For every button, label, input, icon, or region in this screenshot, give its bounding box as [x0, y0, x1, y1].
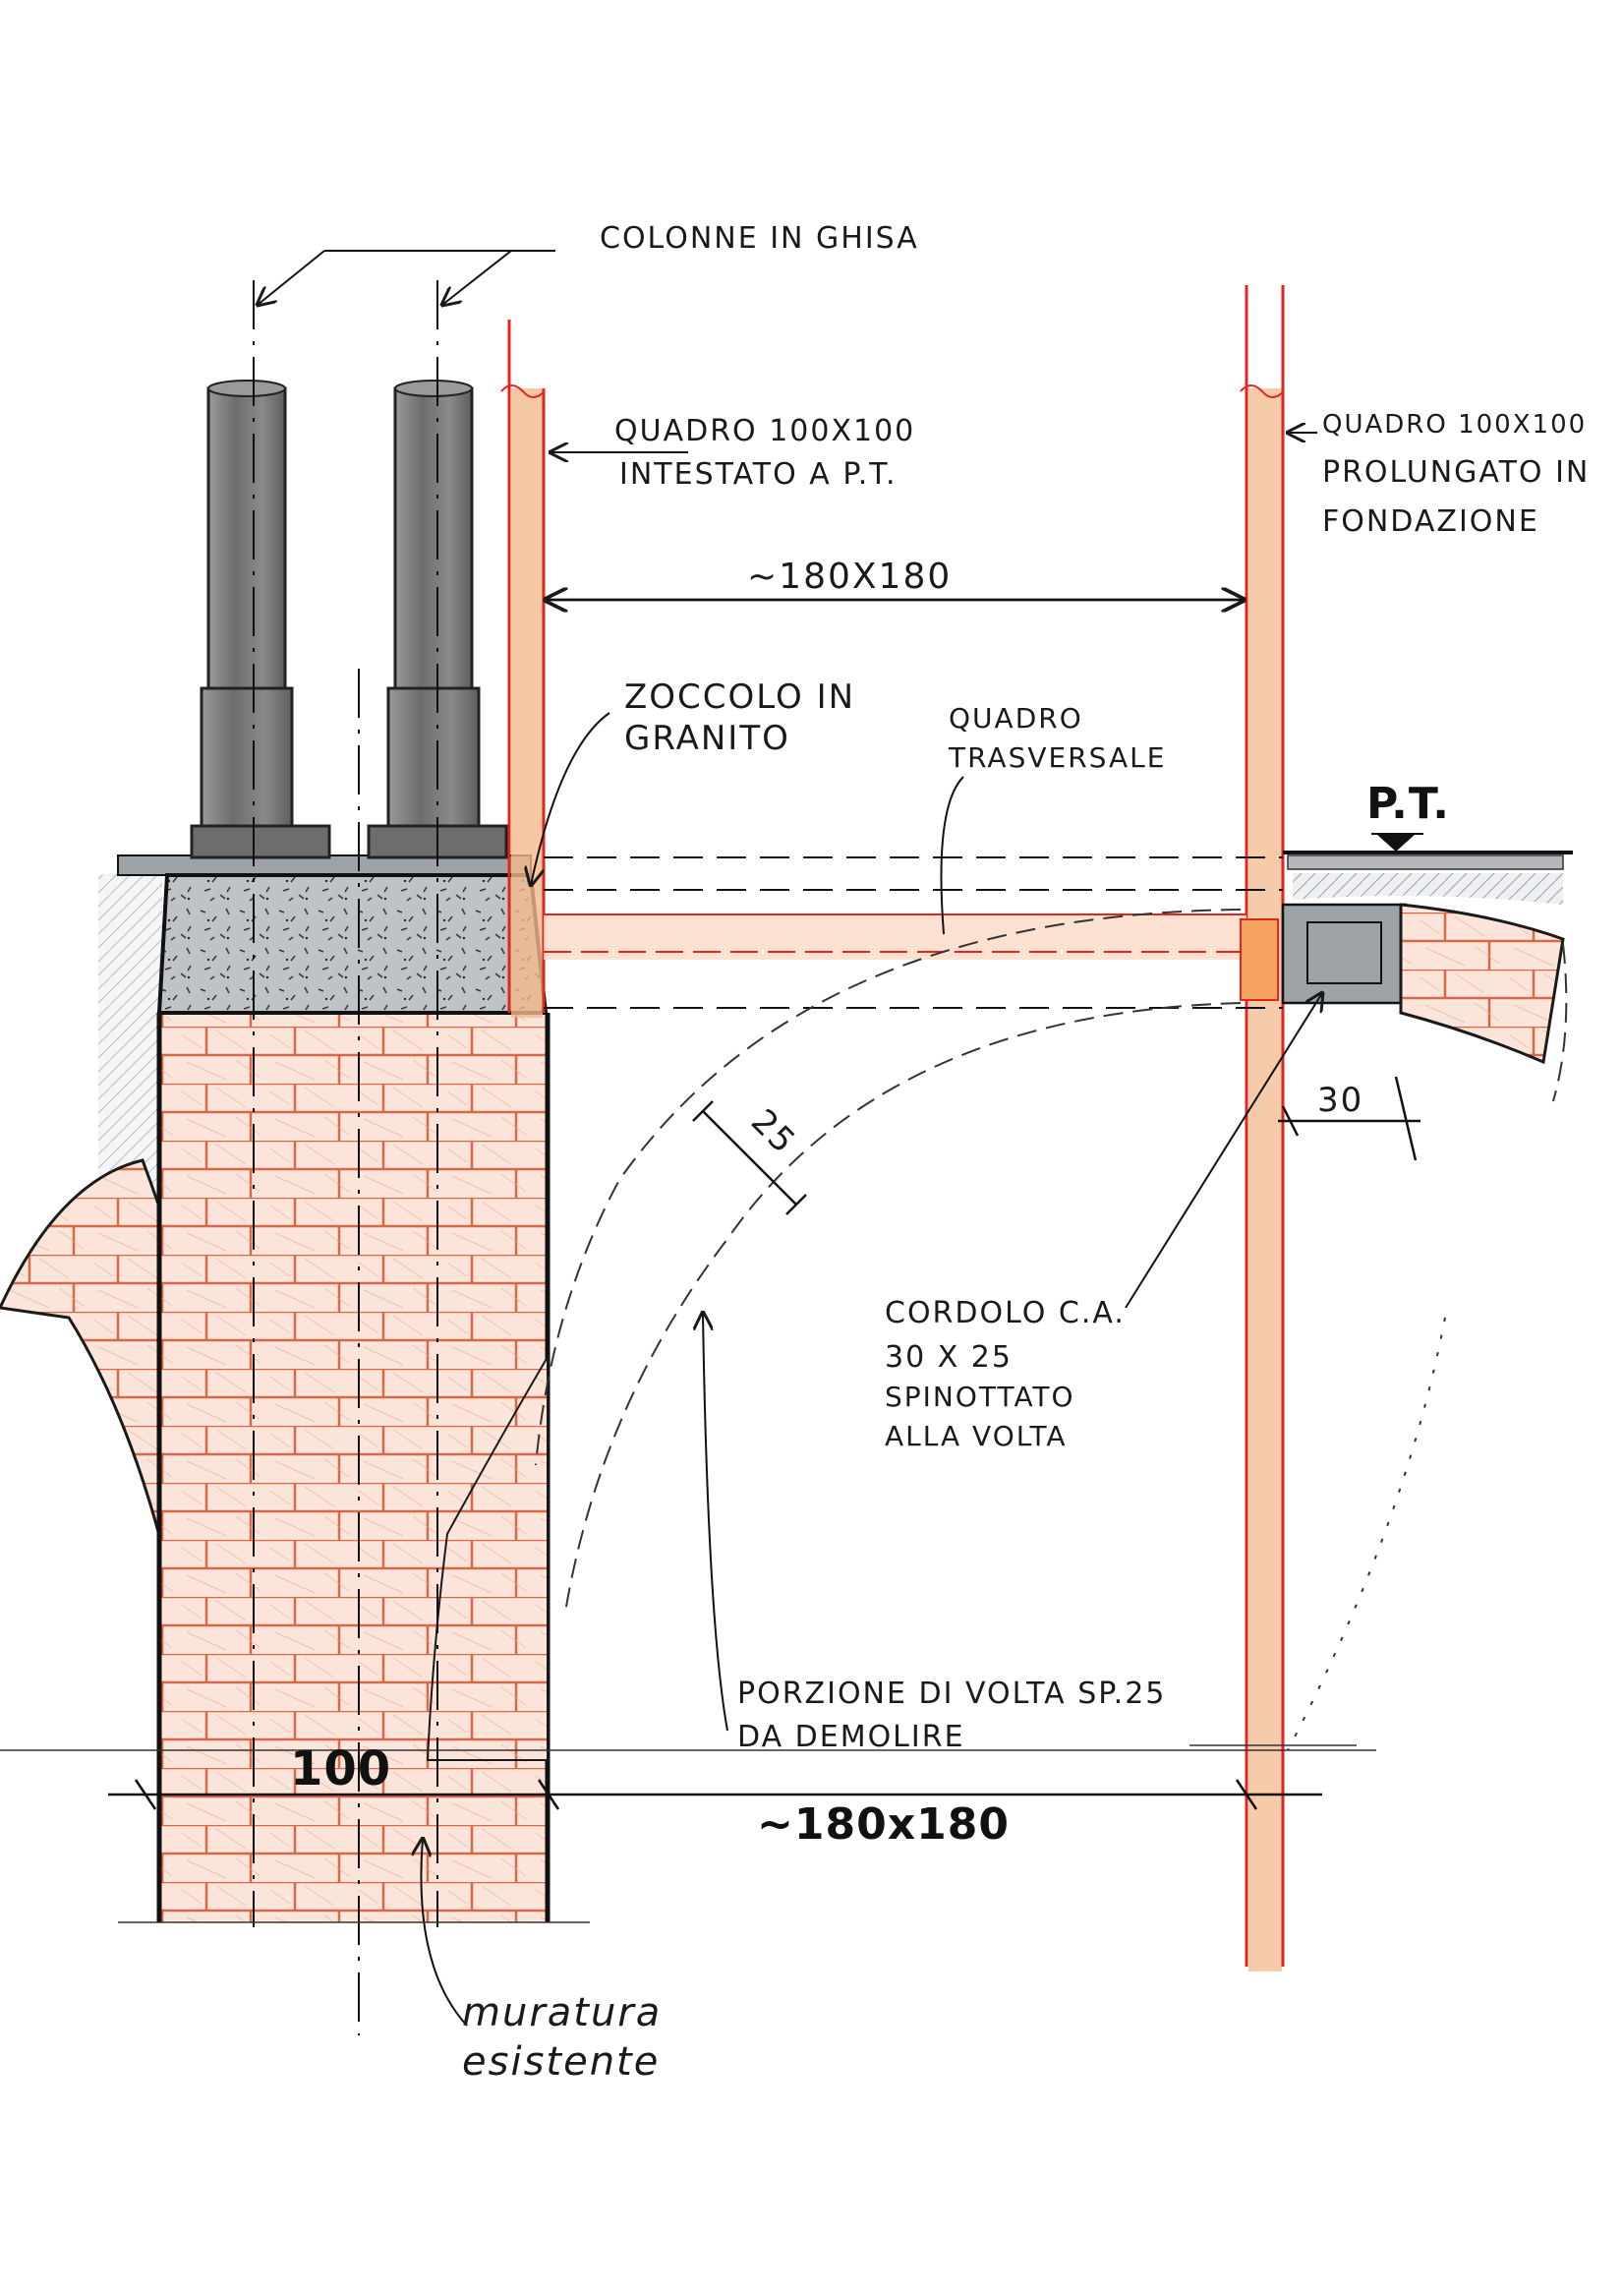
svg-text:30 X 25: 30 X 25 — [885, 1340, 1013, 1375]
vault-dashed-outline — [535, 909, 1568, 1614]
label-muratura: muratura esistente — [462, 1990, 662, 2085]
section-break-line — [0, 1744, 1376, 1923]
svg-text:CORDOLO C.A.: CORDOLO C.A. — [885, 1296, 1126, 1330]
vault-dotted-outline-right — [1287, 1317, 1446, 1751]
svg-text:P.T.: P.T. — [1366, 779, 1450, 829]
svg-text:DA DEMOLIRE: DA DEMOLIRE — [737, 1720, 965, 1754]
svg-text:PROLUNGATO IN: PROLUNGATO IN — [1322, 455, 1590, 490]
label-pt: P.T. — [1366, 779, 1450, 829]
inner-vault-arch — [426, 1353, 549, 1761]
svg-text:QUADRO 100X100: QUADRO 100X100 — [614, 414, 915, 448]
svg-text:~180x180: ~180x180 — [757, 1799, 1010, 1850]
svg-text:~180X180: ~180X180 — [747, 557, 952, 597]
cast-iron-column-left — [190, 380, 331, 859]
label-dim-bottom: ~180x180 — [757, 1799, 1010, 1850]
svg-text:esistente: esistente — [462, 2039, 660, 2085]
svg-text:ALLA VOLTA: ALLA VOLTA — [885, 1420, 1068, 1452]
label-quadro-right: QUADRO 100X100 PROLUNGATO IN FONDAZIONE — [1322, 410, 1590, 539]
label-zoccolo: ZOCCOLO IN GRANITO — [624, 677, 855, 758]
svg-text:30: 30 — [1317, 1081, 1363, 1120]
dimension-bottom — [108, 1779, 1322, 1810]
dimension-30 — [1278, 1076, 1420, 1161]
label-trasversale: QUADRO TRASVERSALE — [948, 702, 1166, 774]
svg-text:100: 100 — [290, 1741, 391, 1796]
svg-text:SPINOTTATO: SPINOTTATO — [885, 1381, 1075, 1413]
label-dim-100: 100 — [290, 1741, 391, 1796]
label-colonne: COLONNE IN GHISA — [600, 221, 919, 256]
label-dim-top: ~180X180 — [747, 557, 952, 597]
svg-text:ZOCCOLO IN: ZOCCOLO IN — [624, 677, 855, 717]
column-axes — [253, 280, 438, 2035]
svg-text:COLONNE IN GHISA: COLONNE IN GHISA — [600, 221, 919, 256]
floor-slab-right — [1283, 851, 1573, 905]
timber-post-right — [1240, 285, 1285, 1972]
pt-level-marker — [1371, 833, 1423, 852]
label-quadro-left: QUADRO 100X100 INTESTATO A P.T. — [614, 414, 915, 492]
leader-lines — [258, 250, 1322, 2027]
granite-plinth — [117, 854, 549, 1015]
floor-dashed-lines — [544, 856, 1283, 1009]
svg-text:GRANITO: GRANITO — [624, 719, 790, 758]
right-vault-section — [1399, 903, 1565, 1065]
label-cordolo: CORDOLO C.A. 30 X 25 SPINOTTATO ALLA VOL… — [885, 1296, 1126, 1452]
dimension-25 — [692, 1100, 807, 1215]
svg-text:QUADRO: QUADRO — [949, 702, 1083, 735]
label-dim-25: 25 — [743, 1101, 804, 1162]
label-porzione: PORZIONE DI VOLTA SP.25 DA DEMOLIRE — [737, 1677, 1166, 1754]
svg-text:PORZIONE DI VOLTA SP.25: PORZIONE DI VOLTA SP.25 — [737, 1677, 1166, 1711]
cast-iron-column-right — [367, 380, 508, 859]
concrete-kerb — [1281, 903, 1408, 1005]
transverse-beam — [544, 913, 1279, 1001]
svg-text:25: 25 — [743, 1101, 804, 1162]
label-dim-30: 30 — [1317, 1081, 1363, 1120]
svg-text:INTESTATO A P.T.: INTESTATO A P.T. — [619, 457, 898, 492]
svg-text:TRASVERSALE: TRASVERSALE — [948, 741, 1166, 774]
timber-post-left — [500, 320, 546, 1018]
svg-text:FONDAZIONE: FONDAZIONE — [1322, 504, 1539, 539]
svg-text:QUADRO 100X100: QUADRO 100X100 — [1322, 410, 1587, 440]
svg-text:muratura: muratura — [462, 1990, 662, 2035]
masonry-pier — [156, 1013, 551, 1922]
